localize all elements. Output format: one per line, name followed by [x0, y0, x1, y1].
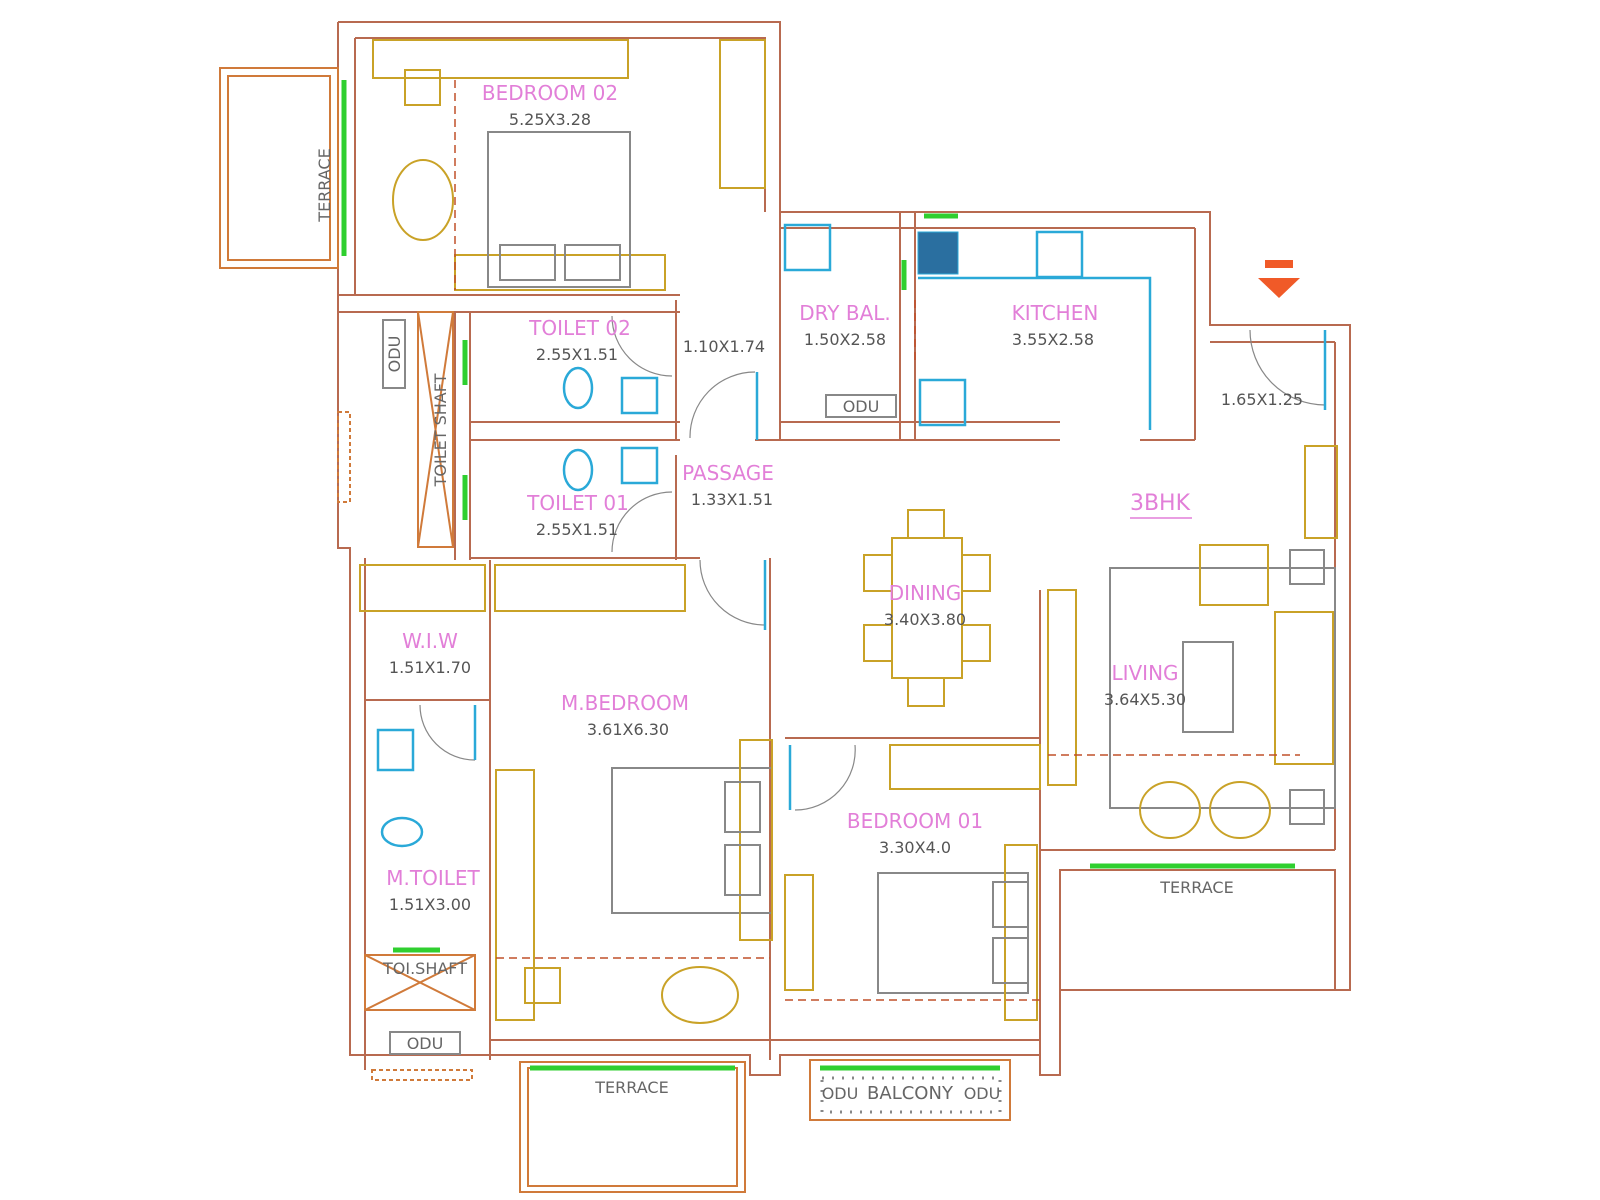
- room-label-wiw: W.I.W: [402, 629, 458, 653]
- beds: [454, 131, 1038, 1021]
- entry-arrow-icon: [1258, 260, 1300, 298]
- odu-label: ODU: [843, 397, 880, 416]
- room-label-bedroom01: BEDROOM 01: [847, 809, 983, 833]
- terrace-label-bottom: TERRACE: [594, 1078, 668, 1097]
- lobby-dims: 1.10X1.74: [683, 337, 765, 356]
- room-label-kitchen: KITCHEN: [1012, 301, 1099, 325]
- odu-box: [389, 1031, 461, 1055]
- odu-label: ODU: [407, 1034, 444, 1053]
- fixtures: [376, 223, 1152, 848]
- room-label-bedroom02: BEDROOM 02: [482, 81, 618, 105]
- toilet-shaft: [364, 311, 476, 1011]
- room-label-mbedroom: M.BEDROOM: [561, 691, 689, 715]
- room-dims-toilet01: 2.55X1.51: [536, 520, 618, 539]
- room-dims-passage: 1.33X1.51: [691, 490, 773, 509]
- odu-label: ODU: [822, 1084, 859, 1103]
- living-set: [392, 69, 1336, 1024]
- room-label-dry-balcony: DRY BAL.: [799, 301, 891, 325]
- room-dims-bedroom02: 5.25X3.28: [509, 110, 591, 129]
- room-label-toilet02: TOILET 02: [528, 316, 631, 340]
- room-label-mtoilet: M.TOILET: [386, 866, 480, 890]
- room-dims-living: 3.64X5.30: [1104, 690, 1186, 709]
- room-dims-wiw: 1.51X1.70: [389, 658, 471, 677]
- walls: [337, 21, 1351, 1076]
- balcony-label: BALCONY: [867, 1083, 954, 1104]
- odu-box: [382, 319, 406, 389]
- toi-shaft-label: TOI.SHAFT: [382, 959, 467, 978]
- odu-label: ODU: [385, 336, 404, 373]
- doors: [419, 315, 1327, 811]
- room-dims-mtoilet: 1.51X3.00: [389, 895, 471, 914]
- room-dims-mbedroom: 3.61X6.30: [587, 720, 669, 739]
- odu-box: [825, 394, 897, 418]
- room-dims-dining: 3.40X3.80: [884, 610, 966, 629]
- room-dims-toilet02: 2.55X1.51: [536, 345, 618, 364]
- terrace-label-left: TERRACE: [315, 148, 334, 222]
- room-dims-dry-balcony: 1.50X2.58: [804, 330, 886, 349]
- room-label-passage: PASSAGE: [682, 461, 774, 485]
- wardrobes: [359, 39, 1338, 790]
- room-label-living: LIVING: [1111, 661, 1178, 685]
- dining-set: [863, 509, 991, 707]
- room-dims-kitchen: 3.55X2.58: [1012, 330, 1094, 349]
- room-label-toilet01: TOILET 01: [526, 491, 629, 515]
- toilet-shaft-label: TOILET SHAFT: [431, 373, 450, 487]
- odu-label: ODU: [964, 1084, 1001, 1103]
- foyer-dims: 1.65X1.25: [1221, 390, 1303, 409]
- room-label-dining: DINING: [889, 581, 962, 605]
- plan-title: 3BHK: [1130, 491, 1191, 516]
- room-dims-bedroom01: 3.30X4.0: [879, 838, 951, 857]
- terraces: [219, 67, 1336, 1193]
- terrace-label-right: TERRACE: [1159, 878, 1233, 897]
